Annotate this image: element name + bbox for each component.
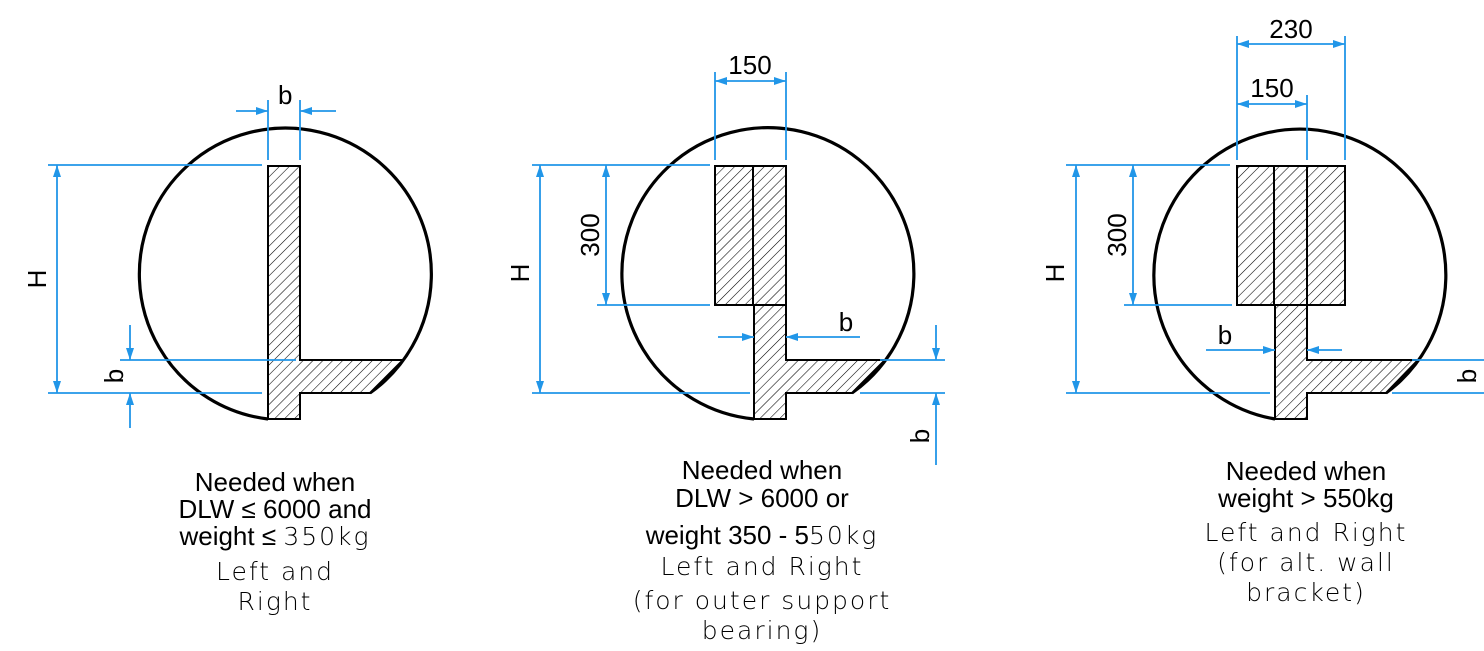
caption-line: Left and Right: [661, 552, 864, 581]
height-dim-label: H: [505, 264, 535, 283]
block-height-dim-label: 300: [575, 213, 605, 256]
caption-line: DLW ≤ 6000 and: [178, 494, 371, 524]
flange-dim-label: b: [905, 429, 935, 443]
width-dim-label: b: [278, 80, 292, 110]
web-dim-label: b: [1218, 320, 1232, 350]
diagram-1: b H b Needed when DLW ≤ 6000 and weight …: [22, 80, 433, 616]
height-dim-label: H: [22, 270, 52, 289]
caption-3: Needed when weight > 550kg Left and Righ…: [1205, 456, 1408, 607]
caption-line: Left and Right: [1205, 518, 1408, 547]
flange-dim-label: b: [1452, 369, 1482, 383]
reinforcement-block: [1236, 165, 1346, 306]
caption-line: weight > 550kg: [1217, 483, 1394, 513]
circle-outline: [1152, 127, 1448, 421]
caption-line: Needed when: [1226, 456, 1386, 486]
caption-line: (for outer support: [633, 586, 892, 615]
caption-line: (for alt. wall: [1217, 548, 1395, 577]
caption-line: weight ≤ 350kg: [178, 521, 370, 551]
caption-line: Needed when: [682, 455, 842, 485]
circle-outline: [137, 126, 433, 421]
caption-2: Needed when DLW > 6000 or weight 350 - 5…: [633, 455, 892, 645]
bracket-profile: [267, 165, 406, 420]
flange-dim-label: b: [99, 369, 129, 383]
web-dim-label: b: [839, 307, 853, 337]
caption-line: bearing): [702, 616, 822, 645]
caption-line: Needed when: [195, 467, 355, 497]
bracket-profile: [753, 304, 888, 420]
block-height-dim-label: 300: [1102, 213, 1132, 256]
height-dim-label: H: [1040, 264, 1070, 283]
diagram-2: 150 H 300 b b Needed when DLW > 6000 or …: [505, 50, 945, 645]
circle-outline: [620, 126, 916, 421]
caption-line: Right: [238, 587, 313, 616]
width-dim-label: 150: [728, 50, 771, 80]
diagram-3: 230 150 H 300 b b Needed when weight > 5…: [1040, 14, 1484, 607]
reinforcement-block: [714, 165, 787, 306]
caption-line: DLW > 6000 or: [675, 483, 849, 513]
bracket-profile: [1274, 304, 1421, 420]
caption-1: Needed when DLW ≤ 6000 and weight ≤ 350k…: [178, 467, 371, 616]
caption-line: weight 350 - 550kg: [645, 520, 879, 550]
width-dim-label: 150: [1250, 73, 1293, 103]
outer-width-dim-label: 230: [1269, 14, 1312, 44]
caption-line: Left and: [216, 557, 334, 586]
caption-line: bracket): [1246, 578, 1366, 607]
